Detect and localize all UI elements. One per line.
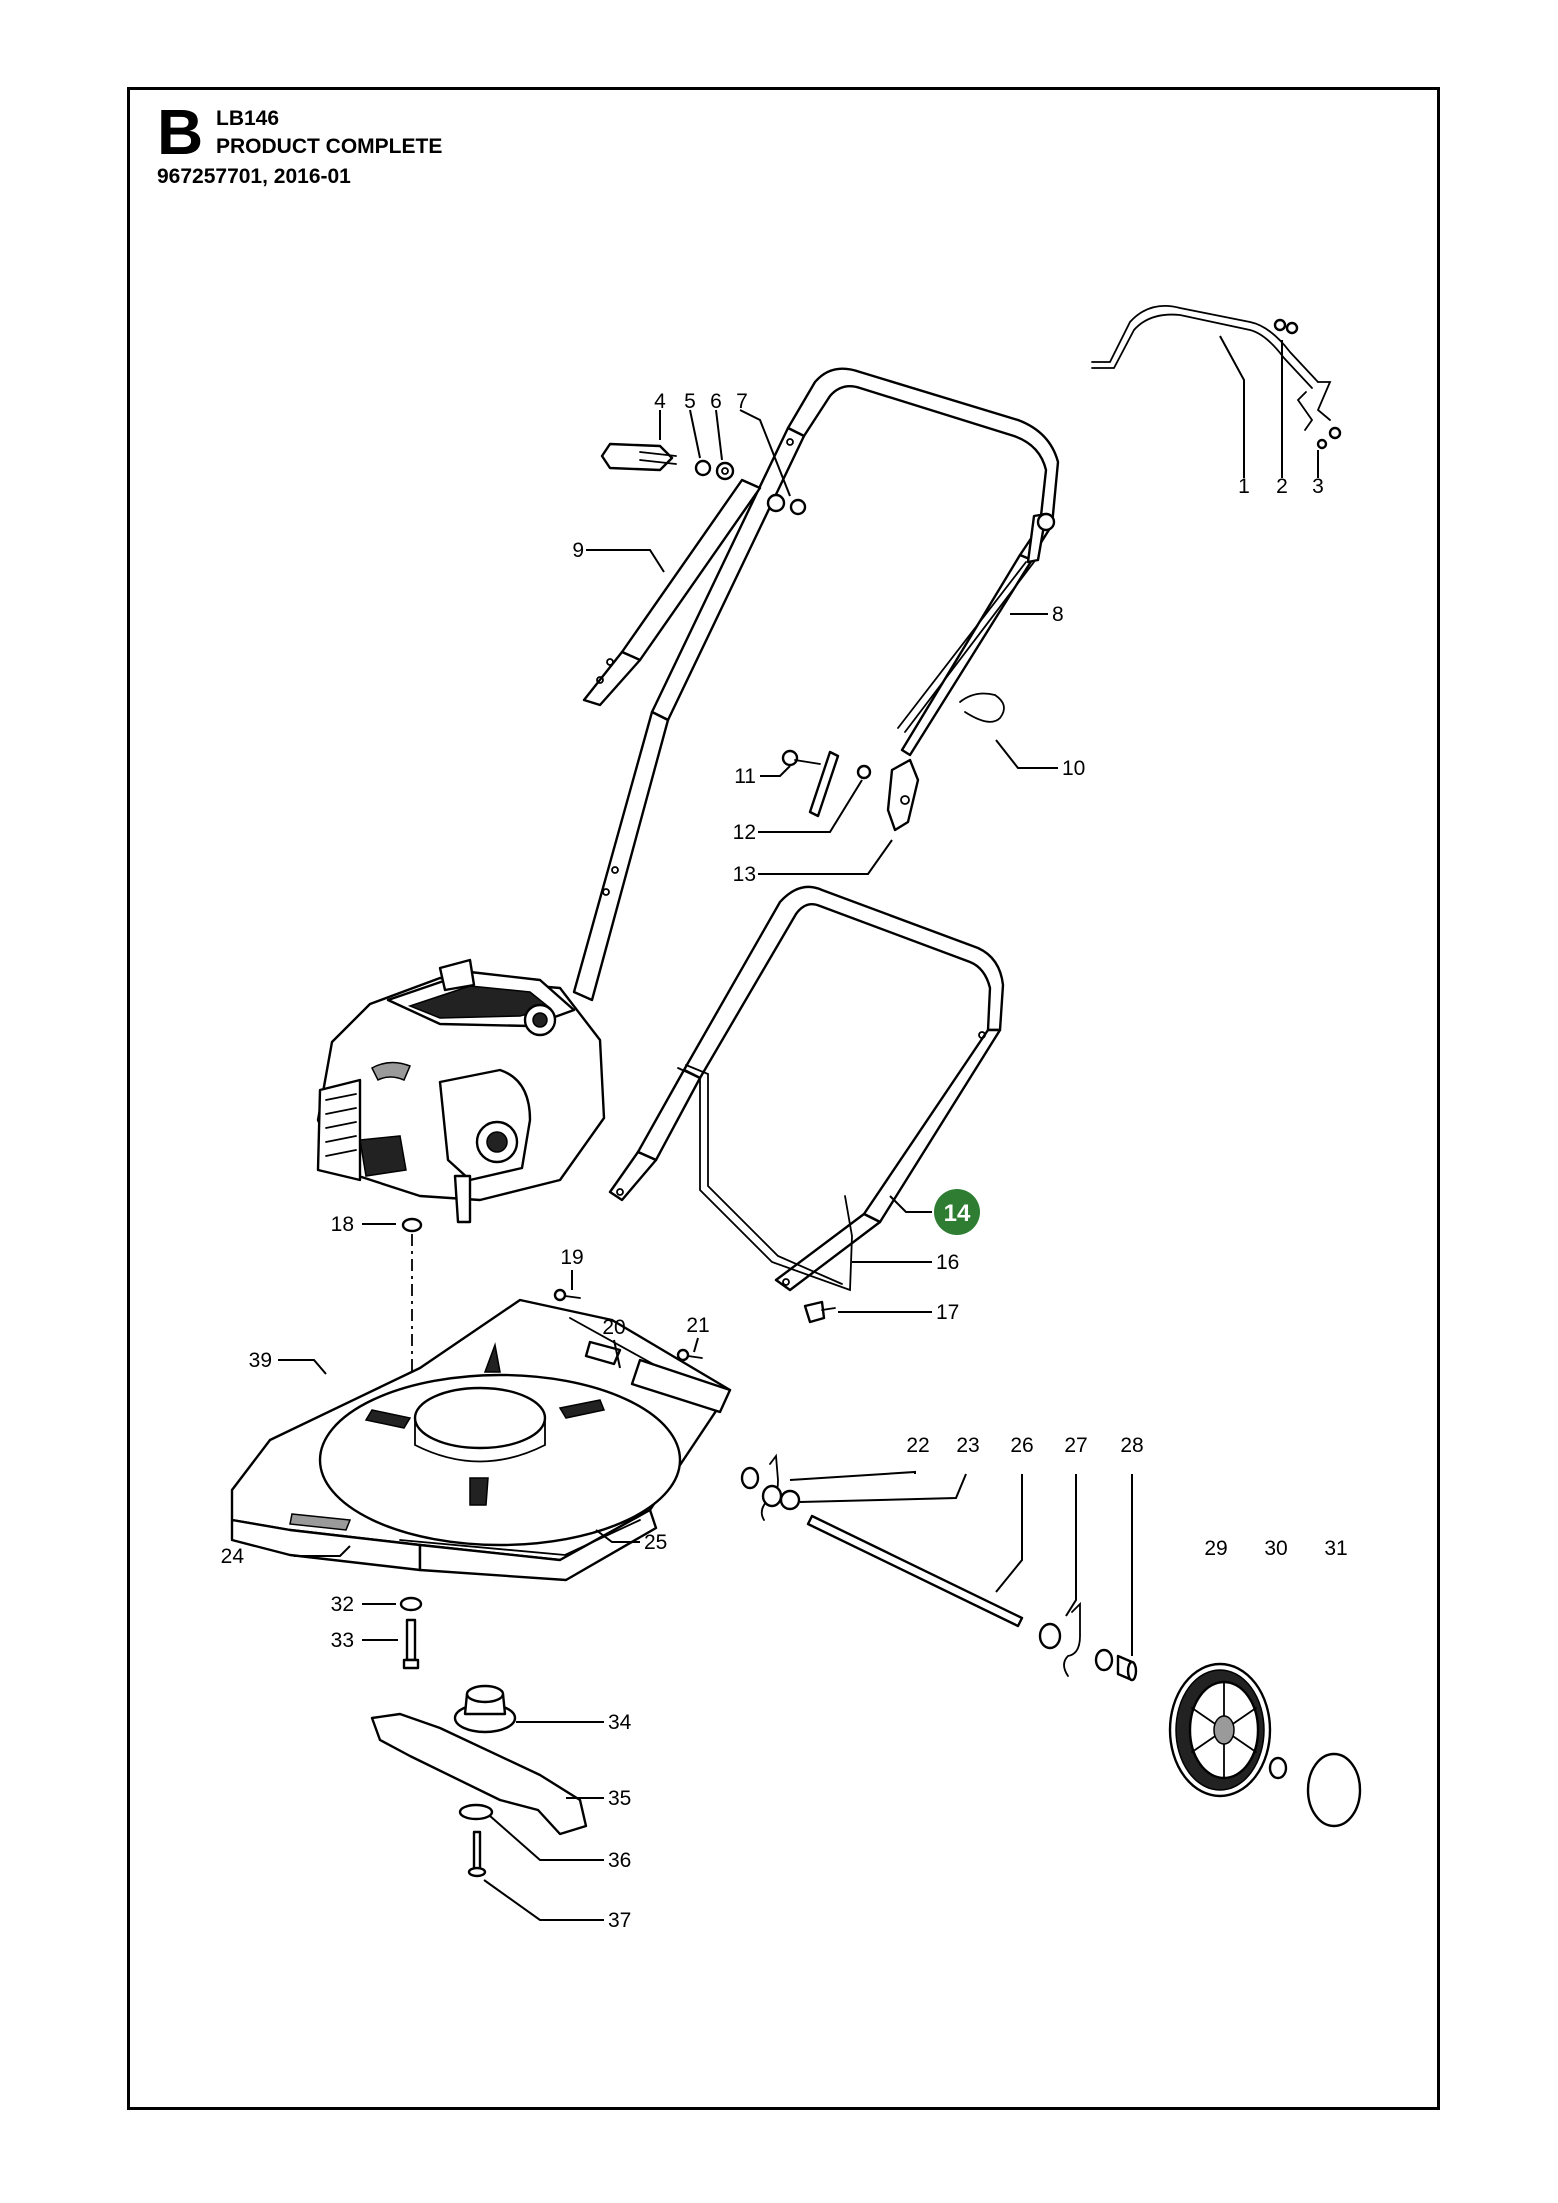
blade-adapter (453, 1684, 517, 1734)
callout-2: 2 (1276, 475, 1288, 498)
callout-28: 28 (1120, 1434, 1143, 1457)
screw-17 (803, 1300, 836, 1324)
callout-33: 33 (331, 1629, 354, 1652)
callout-16: 16 (936, 1251, 959, 1274)
cable-clip (959, 692, 1005, 723)
blade (370, 1712, 588, 1836)
throttle-cable (897, 512, 1056, 733)
lower-handle-left (582, 478, 762, 707)
lower-handle-frame (608, 885, 1005, 1292)
callout-14: 14 (944, 1200, 971, 1227)
document-reference: 967257701, 2016-01 (157, 165, 351, 188)
hub-cap (1306, 1752, 1362, 1828)
hardware-11-13 (781, 749, 920, 832)
model-name: LB146 (216, 107, 280, 130)
hardware-2-3 (1273, 318, 1342, 450)
engine (316, 958, 606, 1224)
callout-6: 6 (710, 390, 722, 413)
leader-lines (278, 335, 1319, 1921)
callout-27: 27 (1064, 1434, 1087, 1457)
chute-plate-25 (399, 1519, 641, 1556)
springs-22-23 (740, 1453, 801, 1521)
callout-10: 10 (1062, 757, 1085, 780)
highlight-badge (934, 1189, 980, 1235)
diagram-title: PRODUCT COMPLETE (216, 135, 443, 158)
callout-11: 11 (734, 765, 756, 788)
callout-21: 21 (686, 1314, 709, 1337)
callout-19: 19 (560, 1246, 583, 1269)
callout-37: 37 (608, 1909, 631, 1932)
callout-22: 22 (906, 1434, 929, 1457)
upper-handle (572, 367, 1060, 1002)
callout-25: 25 (644, 1531, 667, 1554)
callout-36: 36 (608, 1849, 631, 1872)
callout-20: 20 (602, 1316, 625, 1339)
axle (806, 1514, 1024, 1628)
spacer-18 (401, 1217, 423, 1233)
callout-labels: 1 2 3 4 5 6 7 8 9 10 11 12 13 14 16 17 1… (221, 390, 1348, 1932)
callout-39: 39 (249, 1349, 272, 1372)
callout-29: 29 (1204, 1537, 1227, 1560)
bail-bar (677, 1067, 853, 1292)
callout-4: 4 (654, 390, 666, 413)
callout-7: 7 (736, 390, 748, 413)
callout-8: 8 (1052, 603, 1064, 626)
mower-deck (230, 1298, 732, 1582)
callout-32: 32 (331, 1593, 354, 1616)
wheel-nut (1268, 1756, 1288, 1780)
diagram-frame (127, 87, 1440, 2110)
control-bar (1091, 304, 1332, 431)
callout-9: 9 (572, 539, 584, 562)
callout-30: 30 (1264, 1537, 1287, 1560)
section-letter: B (157, 96, 204, 168)
callout-24: 24 (221, 1545, 245, 1568)
spring-27 (1038, 1601, 1081, 1677)
rear-wheel (1168, 1662, 1272, 1798)
callout-31: 31 (1324, 1537, 1347, 1560)
callout-18: 18 (331, 1213, 354, 1236)
callout-3: 3 (1312, 475, 1324, 498)
callout-23: 23 (956, 1434, 979, 1457)
blade-washer (458, 1803, 494, 1821)
callout-1: 1 (1238, 475, 1250, 498)
callout-12: 12 (733, 821, 756, 844)
callout-34: 34 (608, 1711, 632, 1734)
callout-5: 5 (684, 390, 696, 413)
callout-13: 13 (733, 863, 756, 886)
callout-26: 26 (1010, 1434, 1033, 1457)
hardware-4-7 (600, 442, 807, 516)
washer-pin-28 (1094, 1648, 1138, 1682)
bolts-19-21 (553, 1288, 703, 1362)
callout-35: 35 (608, 1787, 631, 1810)
blade-bolt (467, 1830, 487, 1878)
callout-17: 17 (936, 1301, 959, 1324)
hardware-32-33 (399, 1596, 423, 1670)
